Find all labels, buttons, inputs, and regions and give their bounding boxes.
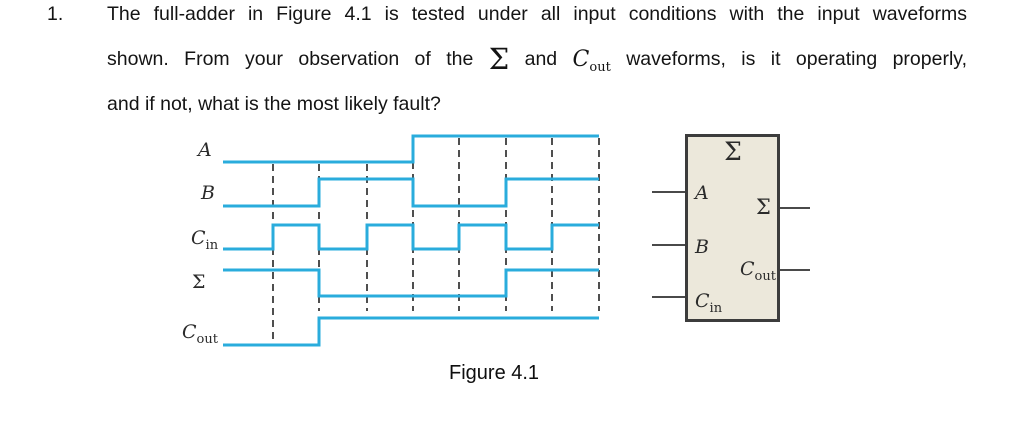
problem-text-line2-post: waveforms, is it operating properly, <box>626 48 968 70</box>
problem-text-line3: and if not, what is the most likely faul… <box>107 93 441 115</box>
full-adder-input-label-cin: Cin <box>695 290 723 316</box>
cout-symbol-inline: Cout <box>572 47 611 76</box>
waveform-trace-A <box>223 134 599 164</box>
full-adder-box <box>685 134 780 322</box>
figure-caption: Figure 4.1 <box>449 362 540 384</box>
problem-text-line2-pre: shown. From your observation of the <box>107 48 474 70</box>
input-pin-a <box>652 191 685 193</box>
signal-label-cin: Cin <box>191 227 219 253</box>
problem-text-line2-mid: and <box>524 48 558 70</box>
output-pin-cout <box>780 269 810 271</box>
problem-text-line2: shown. From your observation of the Σ an… <box>107 45 968 80</box>
full-adder-output-label-cout: Cout <box>740 258 776 284</box>
problem-number: 1. <box>47 3 64 25</box>
waveform-trace-Cin <box>223 223 599 251</box>
input-pin-cin <box>652 296 685 298</box>
signal-label-cout: Cout <box>182 321 218 347</box>
full-adder-title-sigma: Σ <box>724 137 742 166</box>
waveform-trace-B <box>223 177 599 208</box>
waveform-trace-Cout <box>223 316 599 347</box>
output-pin-sigma <box>780 207 810 209</box>
full-adder-input-label-a: A <box>695 182 709 204</box>
signal-label-sigma: Σ <box>192 271 206 293</box>
input-pin-b <box>652 244 685 246</box>
waveform-trace-Sum <box>223 268 599 298</box>
full-adder-input-label-b: B <box>695 236 709 258</box>
sigma-symbol-inline: Σ <box>488 42 510 76</box>
problem-text-line1: The full-adder in Figure 4.1 is tested u… <box>107 3 967 25</box>
full-adder-output-label-sigma: Σ <box>756 195 771 219</box>
signal-label-a: A <box>198 139 212 161</box>
signal-label-b: B <box>201 182 215 204</box>
